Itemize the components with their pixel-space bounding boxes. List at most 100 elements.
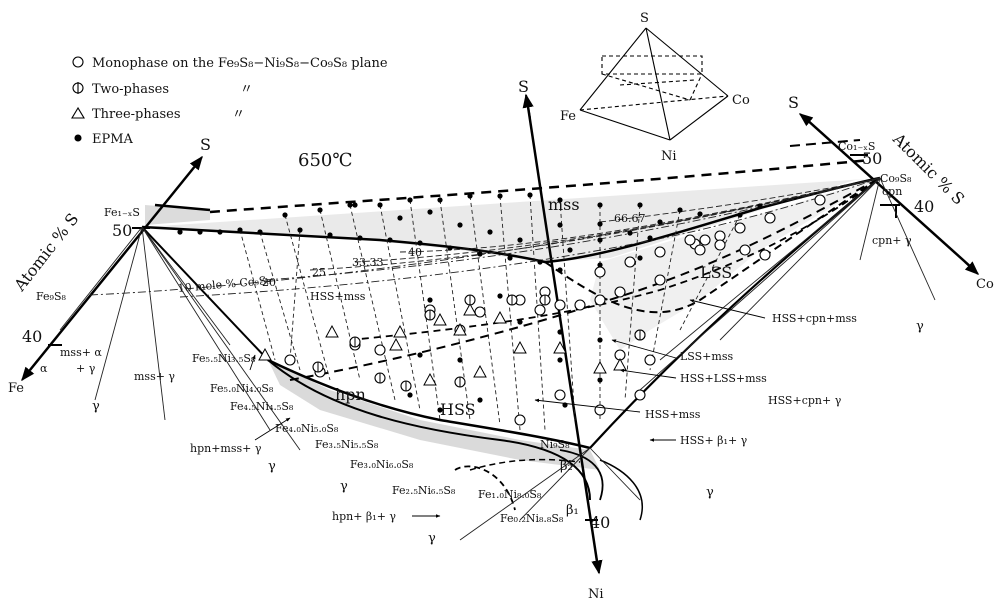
fe-axis-arrow-down xyxy=(21,359,39,382)
ni-fan-3 xyxy=(589,447,641,501)
fan-co-2 xyxy=(859,177,881,261)
epma-point xyxy=(657,219,663,225)
hss-mss-label: HSS+mss xyxy=(645,408,701,421)
fe-tick-50-label: 50 xyxy=(112,221,132,240)
lss-boundary-dashed xyxy=(544,177,881,314)
monophase-point xyxy=(474,306,486,318)
arrow-hss-lss-mss xyxy=(619,368,677,379)
monophase-point xyxy=(614,286,626,298)
arrow-fe-mss xyxy=(249,354,256,371)
tie-2 xyxy=(319,209,361,381)
monophase-point xyxy=(374,344,386,356)
beta1-label: β₁ xyxy=(566,503,579,518)
alpha-label: α xyxy=(40,362,48,375)
contour-10 xyxy=(179,177,881,298)
epma-point xyxy=(417,240,423,246)
monophase-point xyxy=(634,389,646,401)
monophase-point xyxy=(594,294,606,306)
hpn-label: hpn xyxy=(335,385,366,404)
contour-25-label: 25 xyxy=(312,266,326,279)
gamma-label-6: γ xyxy=(916,319,924,334)
hss-mss-dashed xyxy=(349,177,881,341)
inset-edge-s-co xyxy=(645,27,729,97)
monophase-point xyxy=(734,222,746,234)
gamma-label-1: γ xyxy=(92,399,100,414)
bottom-dashed xyxy=(469,458,581,471)
mss-upper-dashed-boundary xyxy=(209,158,871,214)
co-axis-line xyxy=(804,117,973,269)
inset-edge-s-fe xyxy=(579,27,647,111)
inset-labels: S Fe Co Ni xyxy=(560,11,750,164)
hss-beta1-gamma-label: HSS+ β₁+ γ xyxy=(680,434,748,447)
epma-point xyxy=(417,352,423,358)
monophase-point xyxy=(699,234,711,246)
legend-monophase-label: Monophase on the Fe₉S₈−Ni₉S₈−Co₉S₈ plane xyxy=(92,56,388,71)
three-phase-point xyxy=(453,322,467,336)
inset-edge-fe-co xyxy=(579,95,729,111)
contour-10-label: 10 mole % Co₉S₈ xyxy=(177,274,272,295)
three-phase-point xyxy=(325,324,339,338)
hss-mss-top-label: HSS+mss xyxy=(310,290,366,303)
epma-point xyxy=(597,221,603,227)
fe02-label: Fe₀.₂Ni₈.₈S₈ xyxy=(500,512,564,525)
mss-gamma-label: mss+ γ xyxy=(134,370,175,383)
epma-point xyxy=(427,209,433,215)
epma-point xyxy=(197,229,203,235)
legend-symbols xyxy=(71,56,85,142)
monophase-point xyxy=(554,389,566,401)
gamma-curve-right xyxy=(599,459,643,521)
tie-16 xyxy=(259,231,301,371)
axes xyxy=(21,93,980,575)
gamma-label-2: γ xyxy=(268,459,276,474)
data-points xyxy=(177,192,826,426)
epma-point xyxy=(647,235,653,241)
three-phase-point xyxy=(393,324,407,338)
epma-point xyxy=(637,202,643,208)
fe35-label: Fe₃.₅Ni₅.₅S₈ xyxy=(315,438,379,451)
fan-co-1 xyxy=(879,177,936,301)
monophase-point xyxy=(594,404,606,416)
fe25-label: Fe₂.₅Ni₆.₅S₈ xyxy=(392,484,456,497)
epma-point xyxy=(477,251,483,257)
epma-point xyxy=(597,377,603,383)
epma-point xyxy=(217,229,223,235)
epma-point xyxy=(437,197,443,203)
epma-point xyxy=(347,202,353,208)
three-phase-point xyxy=(593,360,607,374)
epma-point xyxy=(737,212,743,218)
arrow-lss-mss xyxy=(611,339,677,359)
contour-20-label: 20 xyxy=(262,276,276,289)
three-phase-point xyxy=(423,372,437,386)
epma-point xyxy=(257,229,263,235)
legend-two-phases-label: Two-phases xyxy=(92,82,169,97)
three-phase-point xyxy=(513,340,527,354)
epma-point xyxy=(757,203,763,209)
fe-s-top-shading xyxy=(145,205,210,225)
ni-fan-1 xyxy=(459,447,591,541)
fan-6 xyxy=(141,226,301,451)
tie-12 xyxy=(624,204,641,401)
three-phase-point xyxy=(433,312,447,326)
epma-point xyxy=(527,192,533,198)
epma-point xyxy=(697,211,703,217)
three-phase-point xyxy=(613,357,627,371)
fe-s-top-bar xyxy=(154,203,211,212)
epma-point xyxy=(507,255,513,261)
legend-ditto-1: 〃 xyxy=(240,82,253,97)
monophase-point xyxy=(594,266,606,278)
epma-point xyxy=(557,357,563,363)
co-tick-40-label: 40 xyxy=(914,197,934,216)
epma-point xyxy=(537,259,543,265)
inset-plane-1 xyxy=(601,73,691,101)
monophase-point xyxy=(514,414,526,426)
inset-edge-ni-co xyxy=(669,95,729,141)
contour-20 xyxy=(264,177,881,281)
co-s-top-bar xyxy=(789,139,861,147)
epma-point xyxy=(557,267,563,273)
fe40-label: Fe₄.₀Ni₅.₀S₈ xyxy=(275,422,339,435)
fan-co-4 xyxy=(659,177,881,361)
inset-edge-fe-ni xyxy=(579,109,671,141)
legend-three-phases-label: Three-phases xyxy=(92,107,181,122)
